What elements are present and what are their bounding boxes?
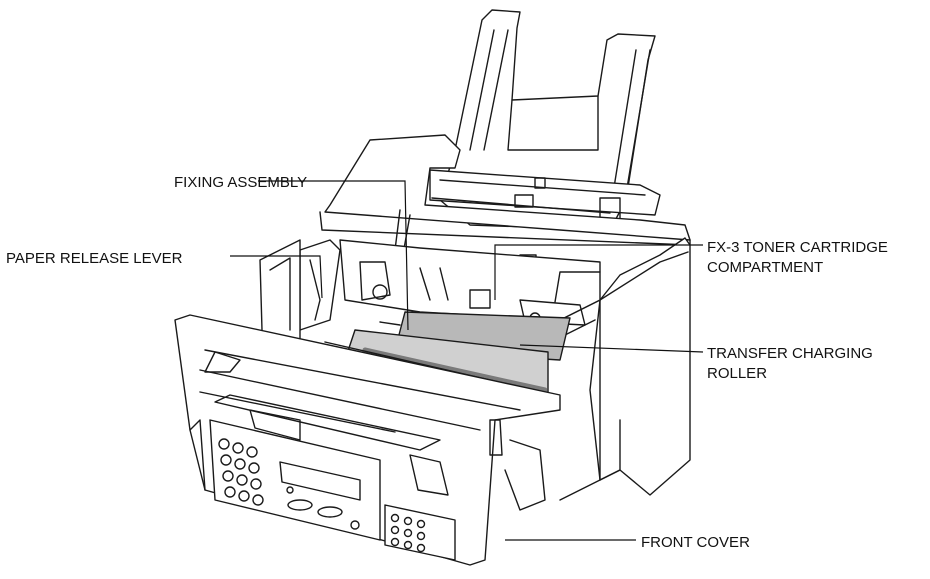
front-cover-text: FRONT COVER: [641, 534, 750, 551]
paper-release-lever-label: PAPER RELEASE LEVER: [6, 249, 182, 269]
leader-transfer-roller: [519, 344, 704, 353]
control-panel: [209, 419, 456, 561]
leader-fixing-assembly: [258, 180, 409, 331]
toner-compartment: [299, 239, 601, 331]
printer-top-body: [319, 134, 691, 266]
fixing-assembly-text: FIXING ASSEMBLY: [174, 174, 308, 191]
transfer-roller-text-line1: TRANSFER CHARGING: [707, 345, 873, 362]
toner-cartridge-text-line1: FX-3 TONER CARTRIDGE: [707, 239, 888, 256]
front-cover-label: FRONT COVER: [641, 533, 750, 553]
leader-paper-release-lever: [230, 255, 323, 299]
toner-cartridge-label: FX-3 TONER CARTRIDGE COMPARTMENT: [707, 238, 888, 278]
paper-release-lever-text: PAPER RELEASE LEVER: [6, 250, 183, 267]
transfer-roller-label: TRANSFER CHARGING ROLLER: [707, 344, 873, 384]
leader-toner-cartridge: [494, 244, 703, 300]
printer-left-body: [259, 239, 301, 356]
fixing-assembly-label: FIXING ASSEMBLY: [174, 173, 307, 193]
paper-support-tray: [429, 9, 661, 231]
toner-cartridge-text-line2: COMPARTMENT: [707, 259, 824, 276]
transfer-roller-text-line2: ROLLER: [707, 365, 768, 382]
